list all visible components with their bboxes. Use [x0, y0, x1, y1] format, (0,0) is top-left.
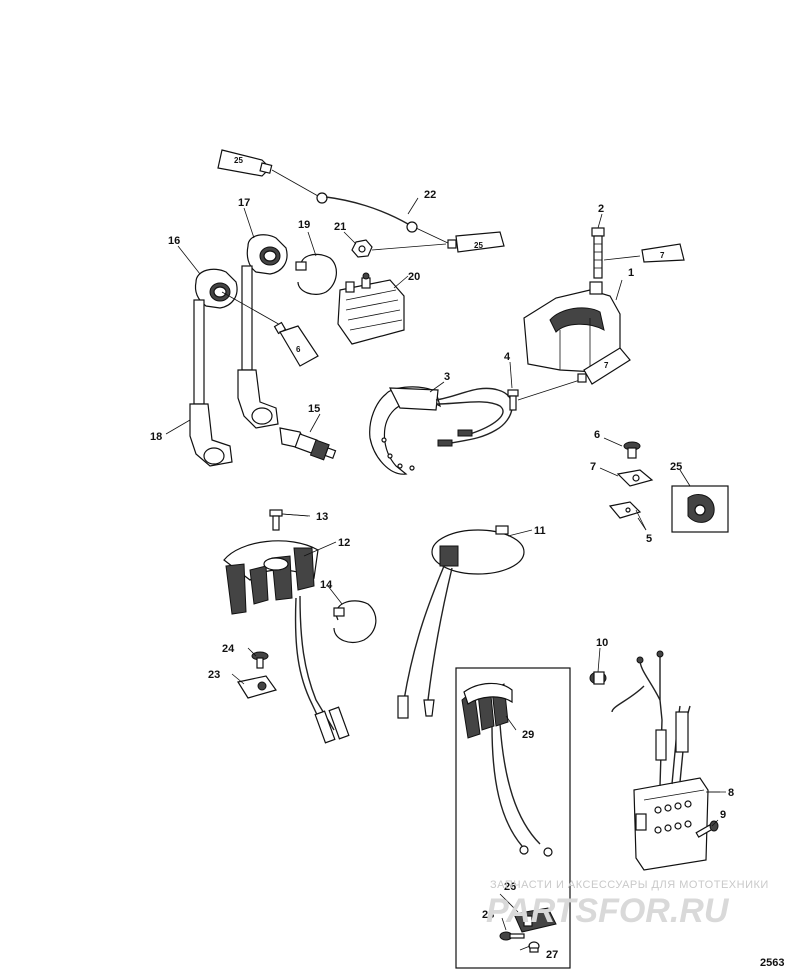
callout-20: 20	[408, 271, 420, 283]
switch-box-8	[611, 650, 709, 871]
callout-28: 28	[482, 909, 494, 921]
detail-box-25	[671, 485, 729, 533]
grease-tube-mid: 25	[447, 231, 505, 253]
tube-label-left: 6	[296, 345, 301, 354]
grease-tube-right-mid: 7	[577, 347, 631, 385]
callout-1: 1	[628, 267, 634, 279]
coil-pack-1	[523, 281, 621, 373]
screw-2	[591, 227, 605, 279]
callout-9: 9	[720, 809, 726, 821]
callout-25: 25	[670, 461, 682, 473]
stator-29	[461, 682, 553, 857]
spark-plug-lead-16-18	[189, 268, 238, 467]
callout-21: 21	[334, 221, 346, 233]
callout-4: 4	[504, 351, 511, 363]
screw-9	[695, 820, 719, 838]
callout-12: 12	[338, 537, 350, 549]
spark-plug-15	[279, 427, 337, 461]
callout-19: 19	[298, 219, 310, 231]
grease-tube-left: 6	[273, 321, 319, 367]
watermark-logo: PARTSFOR.RU	[486, 892, 730, 930]
callout-15: 15	[308, 403, 320, 415]
tube-label-mid: 25	[474, 241, 483, 250]
callout-27: 27	[546, 949, 558, 961]
screw-24	[251, 651, 269, 669]
screw-27	[528, 941, 540, 953]
callout-2: 2	[598, 203, 604, 215]
screw-6	[623, 441, 641, 459]
trigger-coil-11	[397, 525, 525, 719]
screw-28	[499, 931, 525, 941]
callout-8: 8	[728, 787, 734, 799]
grease-tube-right-top: 7	[641, 243, 685, 263]
trigger-plate-3	[369, 386, 513, 475]
callout-14: 14	[320, 579, 333, 591]
callout-22: 22	[424, 189, 436, 201]
watermark-caption: ЗАПЧАСТИ И АКСЕССУАРЫ ДЛЯ МОТОТЕХНИКИ	[490, 879, 769, 891]
tube-label-top: 25	[234, 156, 243, 165]
ground-strap-22	[316, 192, 418, 233]
clamp-19	[295, 253, 337, 295]
grommet-10	[589, 671, 607, 685]
callout-7: 7	[590, 461, 596, 473]
inset-box	[455, 667, 571, 969]
plate-5	[608, 501, 642, 519]
callout-5: 5	[646, 533, 652, 545]
screw-13	[269, 509, 283, 531]
callout-24: 24	[222, 643, 235, 655]
grease-tube-top: 25	[217, 149, 273, 177]
spark-plug-lead-17	[237, 234, 288, 429]
stator-12	[223, 540, 350, 744]
clamp-14	[333, 600, 377, 643]
callout-13: 13	[316, 511, 328, 523]
clamp-23	[237, 675, 277, 699]
tube-label-right-top: 7	[660, 251, 665, 260]
callout-17: 17	[238, 197, 250, 209]
ignition-coil-20	[337, 272, 405, 345]
callout-3: 3	[444, 371, 450, 383]
clamp-26	[513, 907, 557, 933]
nut-21	[351, 239, 373, 258]
callout-26: 26	[504, 881, 516, 893]
clip-7	[616, 469, 654, 487]
callout-10: 10	[596, 637, 608, 649]
callout-23: 23	[208, 669, 220, 681]
callout-18: 18	[150, 431, 162, 443]
callout-6: 6	[594, 429, 600, 441]
watermark: ЗАПЧАСТИ И АКСЕССУАРЫ ДЛЯ МОТОТЕХНИКИ PA…	[486, 879, 769, 930]
screw-4	[507, 389, 519, 411]
callout-29: 29	[522, 729, 534, 741]
tube-label-right-mid: 7	[604, 361, 609, 370]
callout-16: 16	[168, 235, 180, 247]
figure-number: 2563	[760, 957, 784, 969]
callout-11: 11	[534, 525, 546, 537]
